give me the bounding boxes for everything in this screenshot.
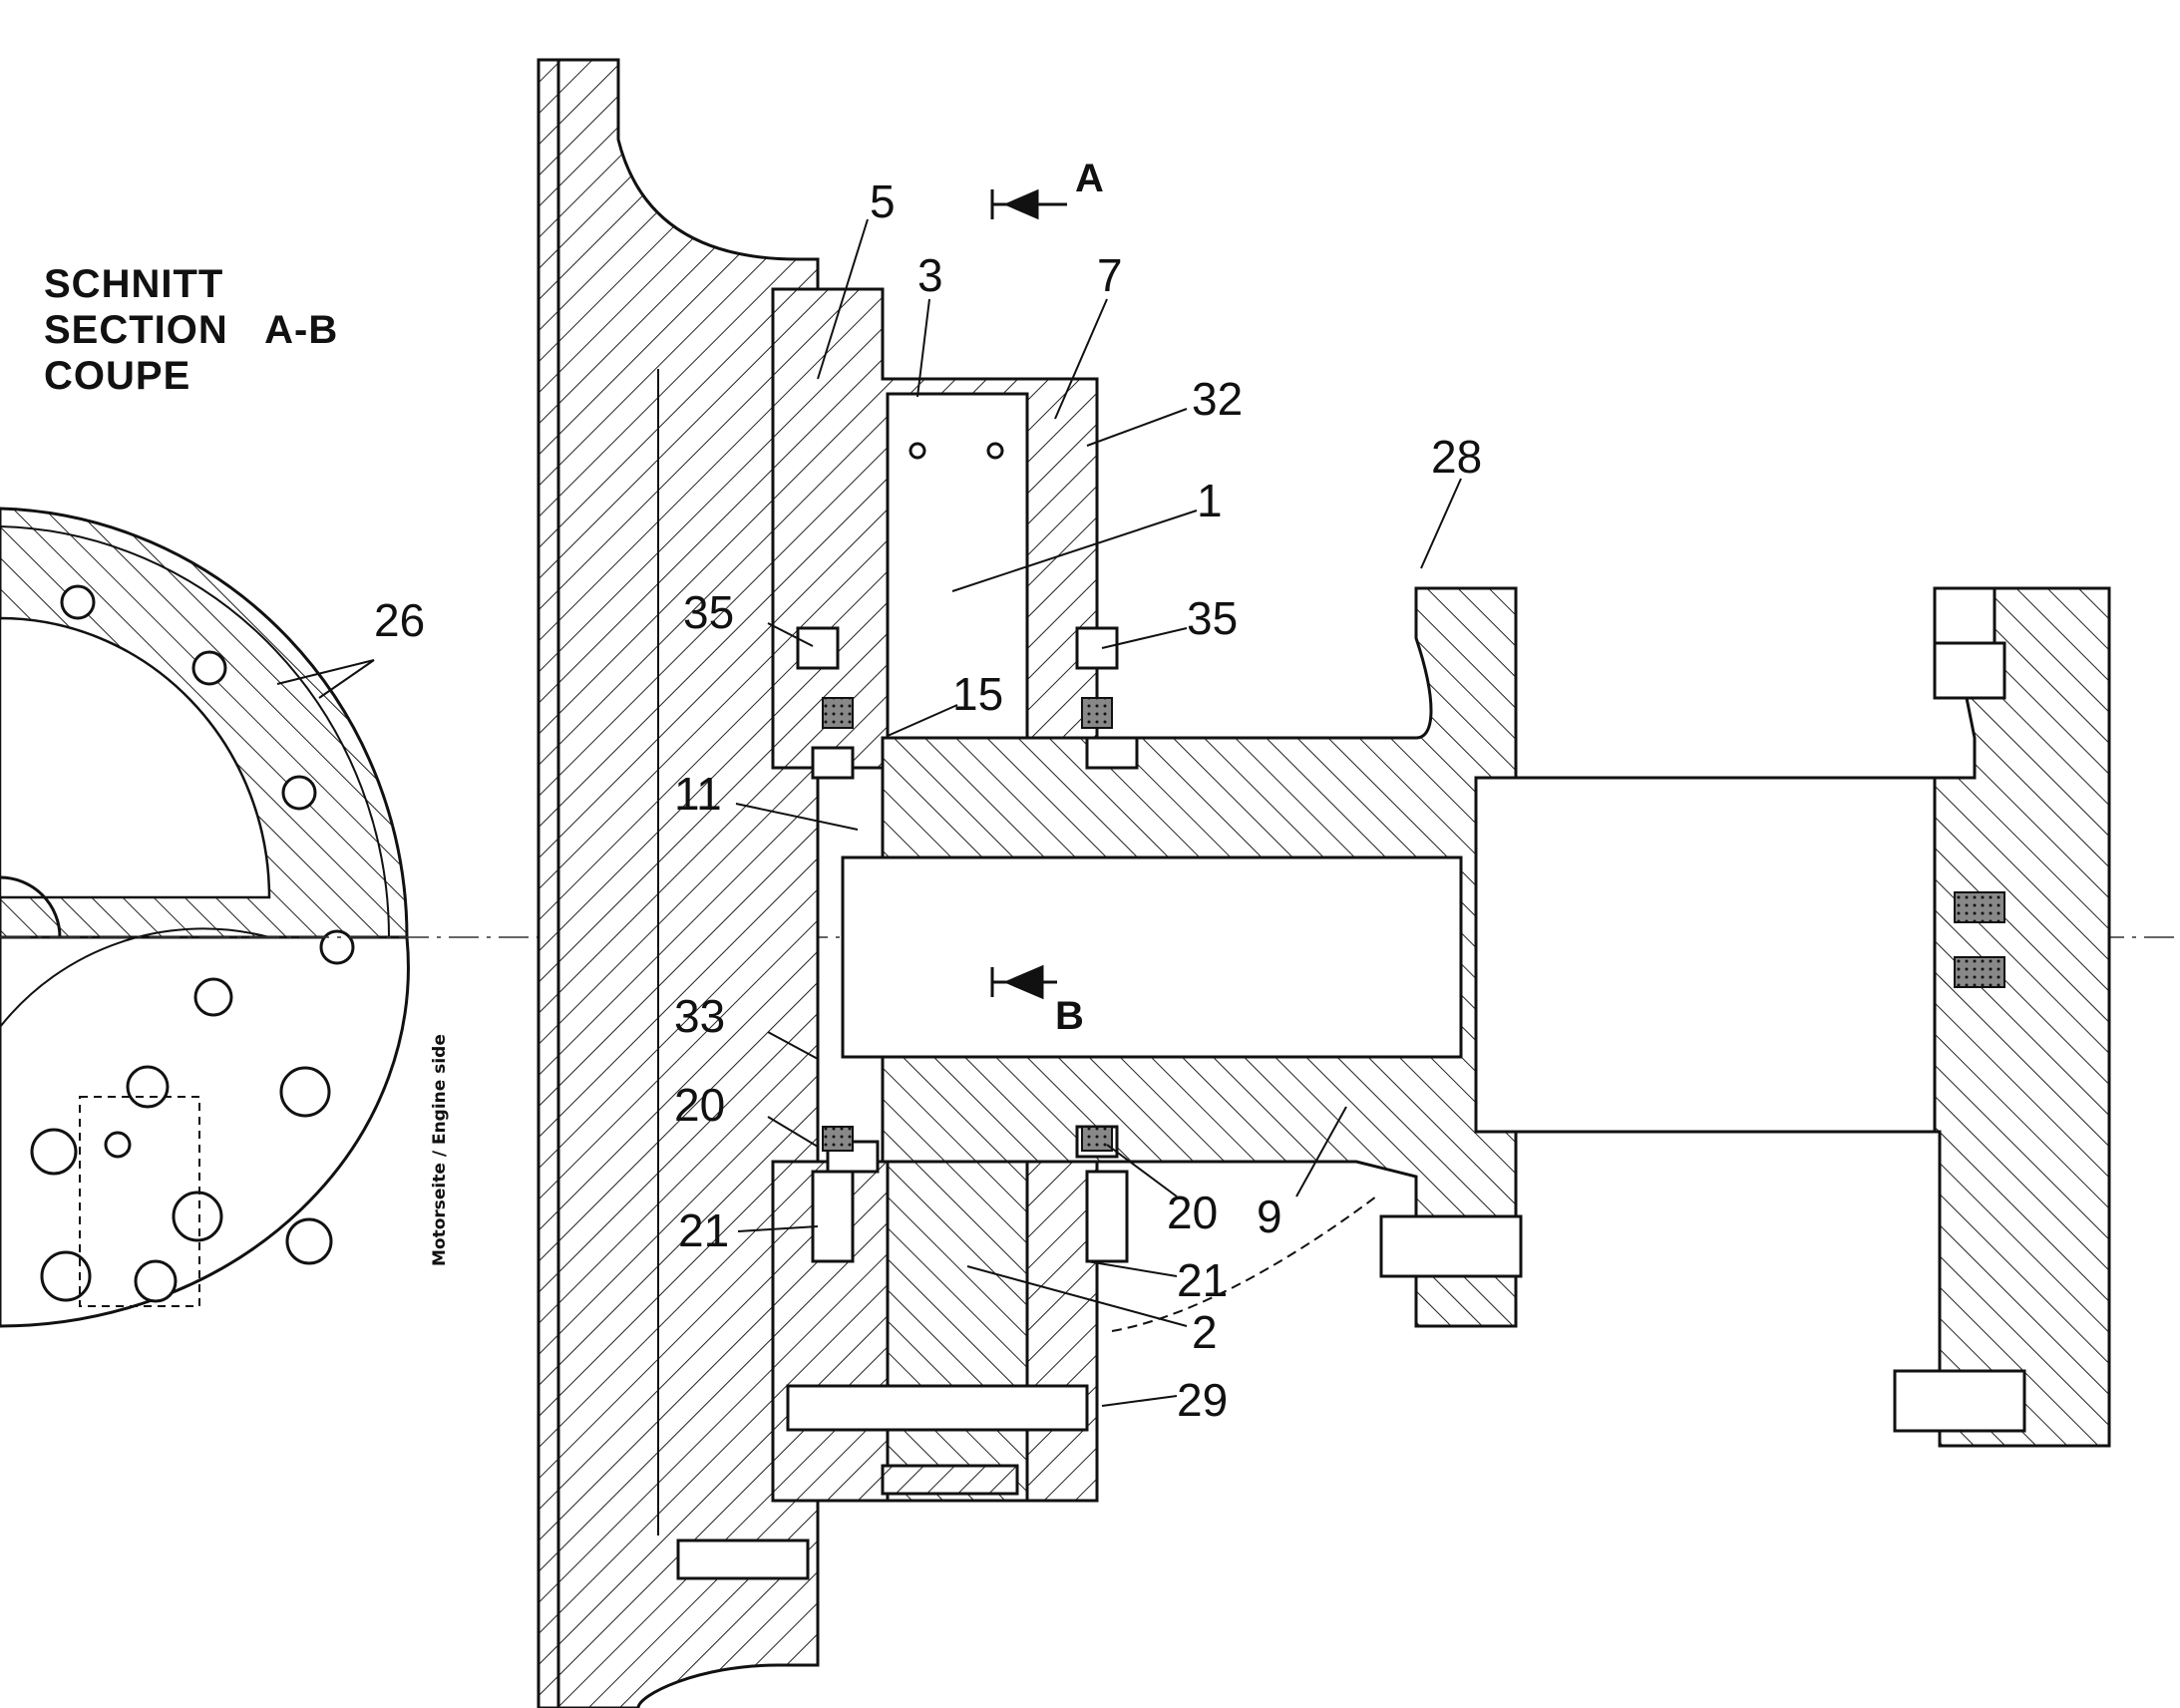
part-label-15: 15 [952, 668, 1003, 720]
part-label-21-left: 21 [678, 1204, 729, 1256]
section-id: A-B [264, 308, 339, 352]
arrows [990, 188, 1067, 1000]
part-label-35-left: 35 [683, 586, 734, 638]
section-title: SCHNITT SECTION A-B COUPE [44, 261, 338, 399]
part-label-29: 29 [1177, 1374, 1228, 1426]
leader-lines [276, 218, 1462, 1407]
section-title-en: SECTION A-B [44, 308, 339, 352]
part-label-28: 28 [1431, 431, 1482, 483]
part-label-9: 9 [1257, 1191, 1282, 1242]
part-label-35-right: 35 [1187, 592, 1238, 644]
part-label-3: 3 [917, 249, 943, 301]
part-number-labels: 5 3 7 32 1 28 35 35 15 11 26 33 20 20 9 … [374, 175, 1482, 1426]
part-label-2: 2 [1192, 1306, 1218, 1358]
seal-rings [822, 697, 2005, 1152]
section-title-fr: COUPE [44, 354, 191, 398]
section-marker-b: B [1055, 994, 1084, 1038]
main-section [537, 58, 2111, 1708]
part-label-20-right: 20 [1167, 1187, 1218, 1238]
part-label-5: 5 [870, 175, 896, 227]
section-title-de: SCHNITT [44, 262, 224, 306]
part-label-20-left: 20 [674, 1079, 725, 1131]
part-label-32: 32 [1192, 373, 1243, 425]
engine-side-label: Motorseite / Engine side [430, 1034, 450, 1266]
part-label-1: 1 [1197, 475, 1223, 526]
part-label-26: 26 [374, 594, 425, 646]
part-label-33: 33 [674, 990, 725, 1042]
part-label-7: 7 [1097, 249, 1123, 301]
left-disc-view [0, 507, 410, 1328]
part-label-21-right: 21 [1177, 1254, 1228, 1306]
section-marker-a: A [1075, 157, 1104, 200]
part-label-11: 11 [674, 768, 722, 820]
